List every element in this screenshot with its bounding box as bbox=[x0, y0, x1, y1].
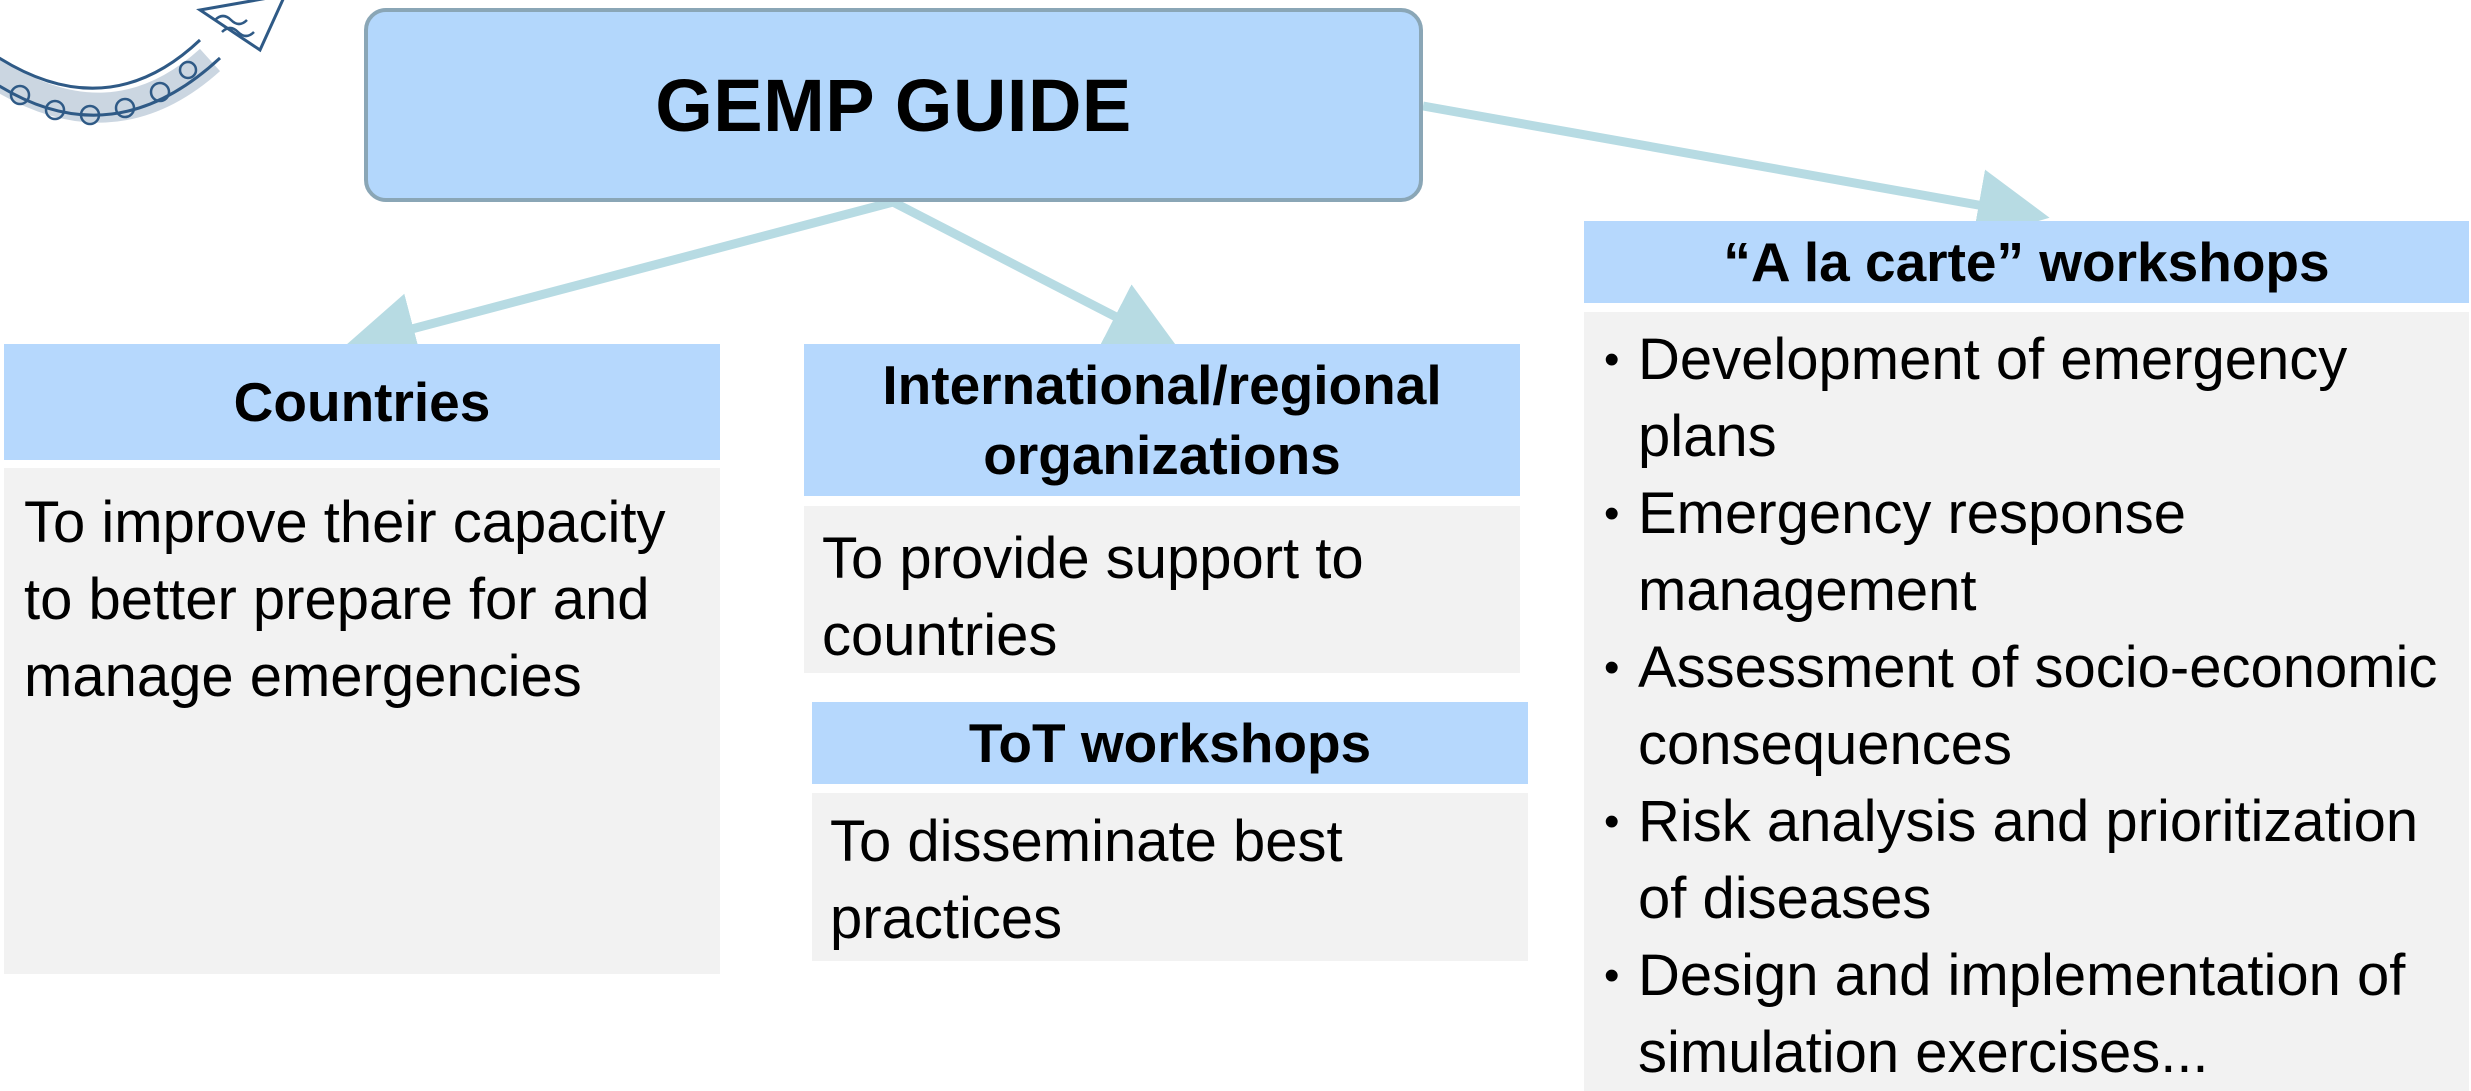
bullet-icon: • bbox=[1604, 797, 1620, 846]
bullet-icon: • bbox=[1604, 643, 1620, 692]
organizations-header: International/regional organizations bbox=[804, 344, 1520, 496]
bullet-icon: • bbox=[1604, 335, 1620, 384]
list-item: • Emergency response management bbox=[1584, 475, 2449, 629]
list-item: • Assessment of socio-economic consequenc… bbox=[1584, 629, 2449, 783]
list-item-text: Risk analysis and prioritization of dise… bbox=[1638, 789, 2419, 931]
list-item: • Risk analysis and prioritization of dis… bbox=[1584, 783, 2449, 937]
tot-body-text: To disseminate best practices bbox=[830, 809, 1343, 951]
tot-header-label: ToT workshops bbox=[968, 712, 1372, 774]
gemp-guide-box: GEMP GUIDE bbox=[364, 8, 1423, 202]
bullet-icon: • bbox=[1604, 489, 1620, 538]
list-item-text: Assessment of socio-economic consequence… bbox=[1638, 635, 2438, 777]
list-item-text: Emergency response management bbox=[1638, 481, 2187, 623]
list-item-text: Design and implementation of simulation … bbox=[1638, 943, 2406, 1085]
tot-header: ToT workshops bbox=[812, 702, 1528, 784]
countries-header-label: Countries bbox=[233, 371, 491, 433]
connector-to-alacarte bbox=[1422, 101, 2050, 241]
list-item: • Design and implementation of simulation… bbox=[1584, 937, 2449, 1091]
list-item: • Development of emergency plans bbox=[1584, 321, 2449, 475]
gemp-guide-title: GEMP GUIDE bbox=[655, 63, 1132, 147]
bullet-icon: • bbox=[1604, 951, 1620, 1000]
countries-body: To improve their capacity to better prep… bbox=[4, 468, 720, 974]
alacarte-header-label: “A la carte” workshops bbox=[1723, 231, 2330, 293]
tot-body: To disseminate best practices bbox=[812, 793, 1528, 961]
countries-body-text: To improve their capacity to better prep… bbox=[24, 490, 666, 709]
organizations-header-line1: International/regional bbox=[882, 354, 1442, 416]
list-item-text: Development of emergency plans bbox=[1638, 327, 2348, 469]
alacarte-bullet-list: • Development of emergency plans • Emergen… bbox=[1584, 321, 2449, 1091]
organizations-body: To provide support to countries bbox=[804, 506, 1520, 673]
alacarte-body: • Development of emergency plans • Emergen… bbox=[1584, 312, 2469, 1091]
connector-to-countries bbox=[343, 197, 895, 364]
alacarte-header: “A la carte” workshops bbox=[1584, 221, 2469, 303]
organizations-body-text: To provide support to countries bbox=[822, 526, 1364, 668]
swirl-arrow-ornament-icon bbox=[0, 0, 285, 126]
organizations-header-line2: organizations bbox=[983, 424, 1341, 486]
connector-to-organizations bbox=[890, 197, 1180, 350]
countries-header: Countries bbox=[4, 344, 720, 460]
